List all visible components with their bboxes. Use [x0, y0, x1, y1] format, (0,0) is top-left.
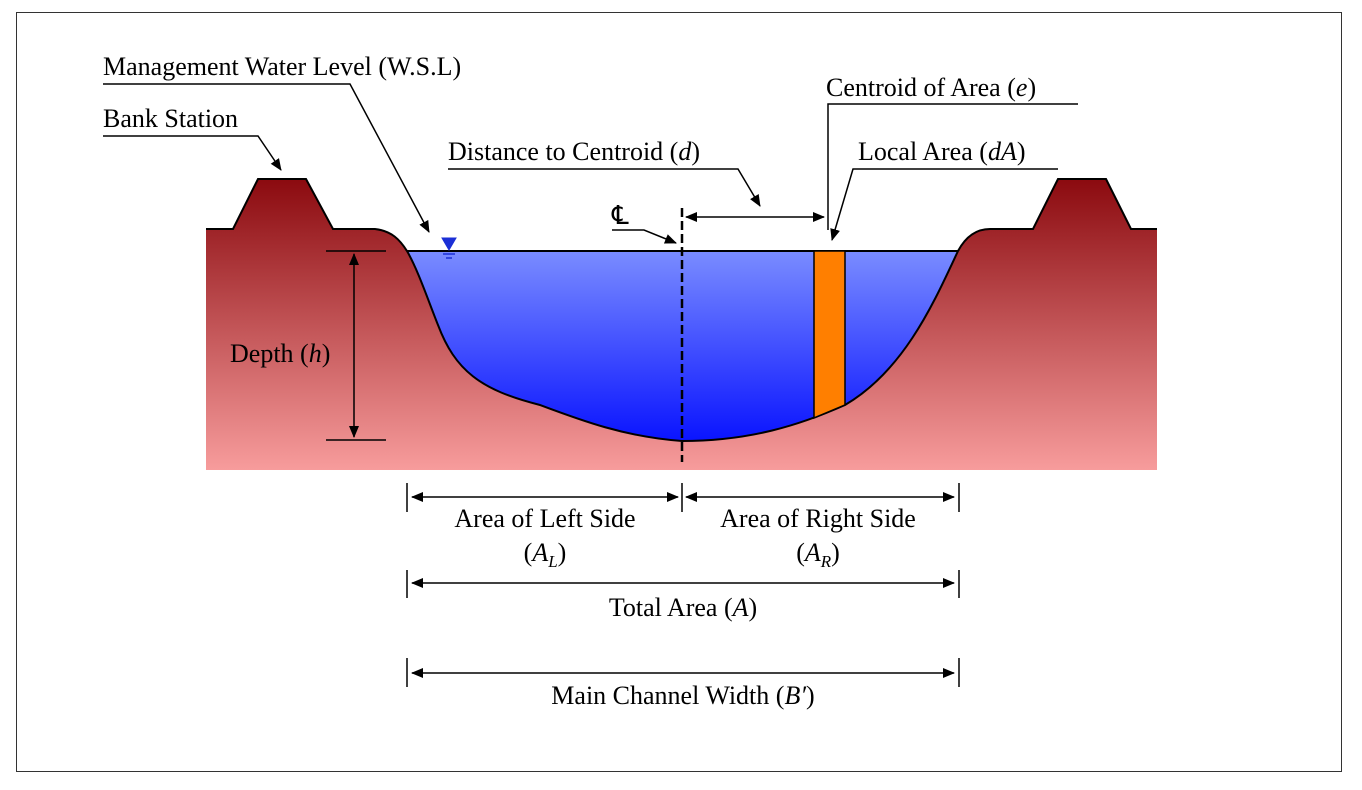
centroid-of-area-label: Centroid of Area (e): [826, 73, 1036, 102]
area-left-label: Area of Left Side: [454, 504, 635, 533]
management-water-level-label: Management Water Level (W.S.L): [103, 52, 461, 81]
local-area-strip: [813, 250, 846, 420]
centroid-of-area-leader: [827, 103, 1078, 230]
main-channel-width-label: Main Channel Width (B′): [551, 681, 814, 710]
area-right-symbol: (AR): [796, 538, 840, 571]
area-right-label: Area of Right Side: [720, 504, 916, 533]
bank-station-leader: [103, 135, 282, 171]
centerline-symbol: ℄: [611, 201, 629, 230]
water-surface-icon: [441, 237, 457, 259]
depth-dimension: [326, 250, 386, 441]
bank-station-label: Bank Station: [103, 104, 238, 133]
distance-to-centroid-label: Distance to Centroid (d): [448, 137, 700, 166]
local-area-label: Local Area (dA): [858, 137, 1026, 166]
local-area-leader: [830, 168, 1058, 241]
centerline-leader: [612, 229, 677, 244]
distance-to-centroid-leader: [448, 168, 761, 207]
depth-label: Depth (h): [230, 339, 330, 368]
management-water-level-leader: [103, 83, 430, 233]
total-area-label: Total Area (A): [609, 593, 757, 622]
area-left-symbol: (AL): [524, 538, 567, 571]
figure-frame: [16, 12, 1342, 772]
